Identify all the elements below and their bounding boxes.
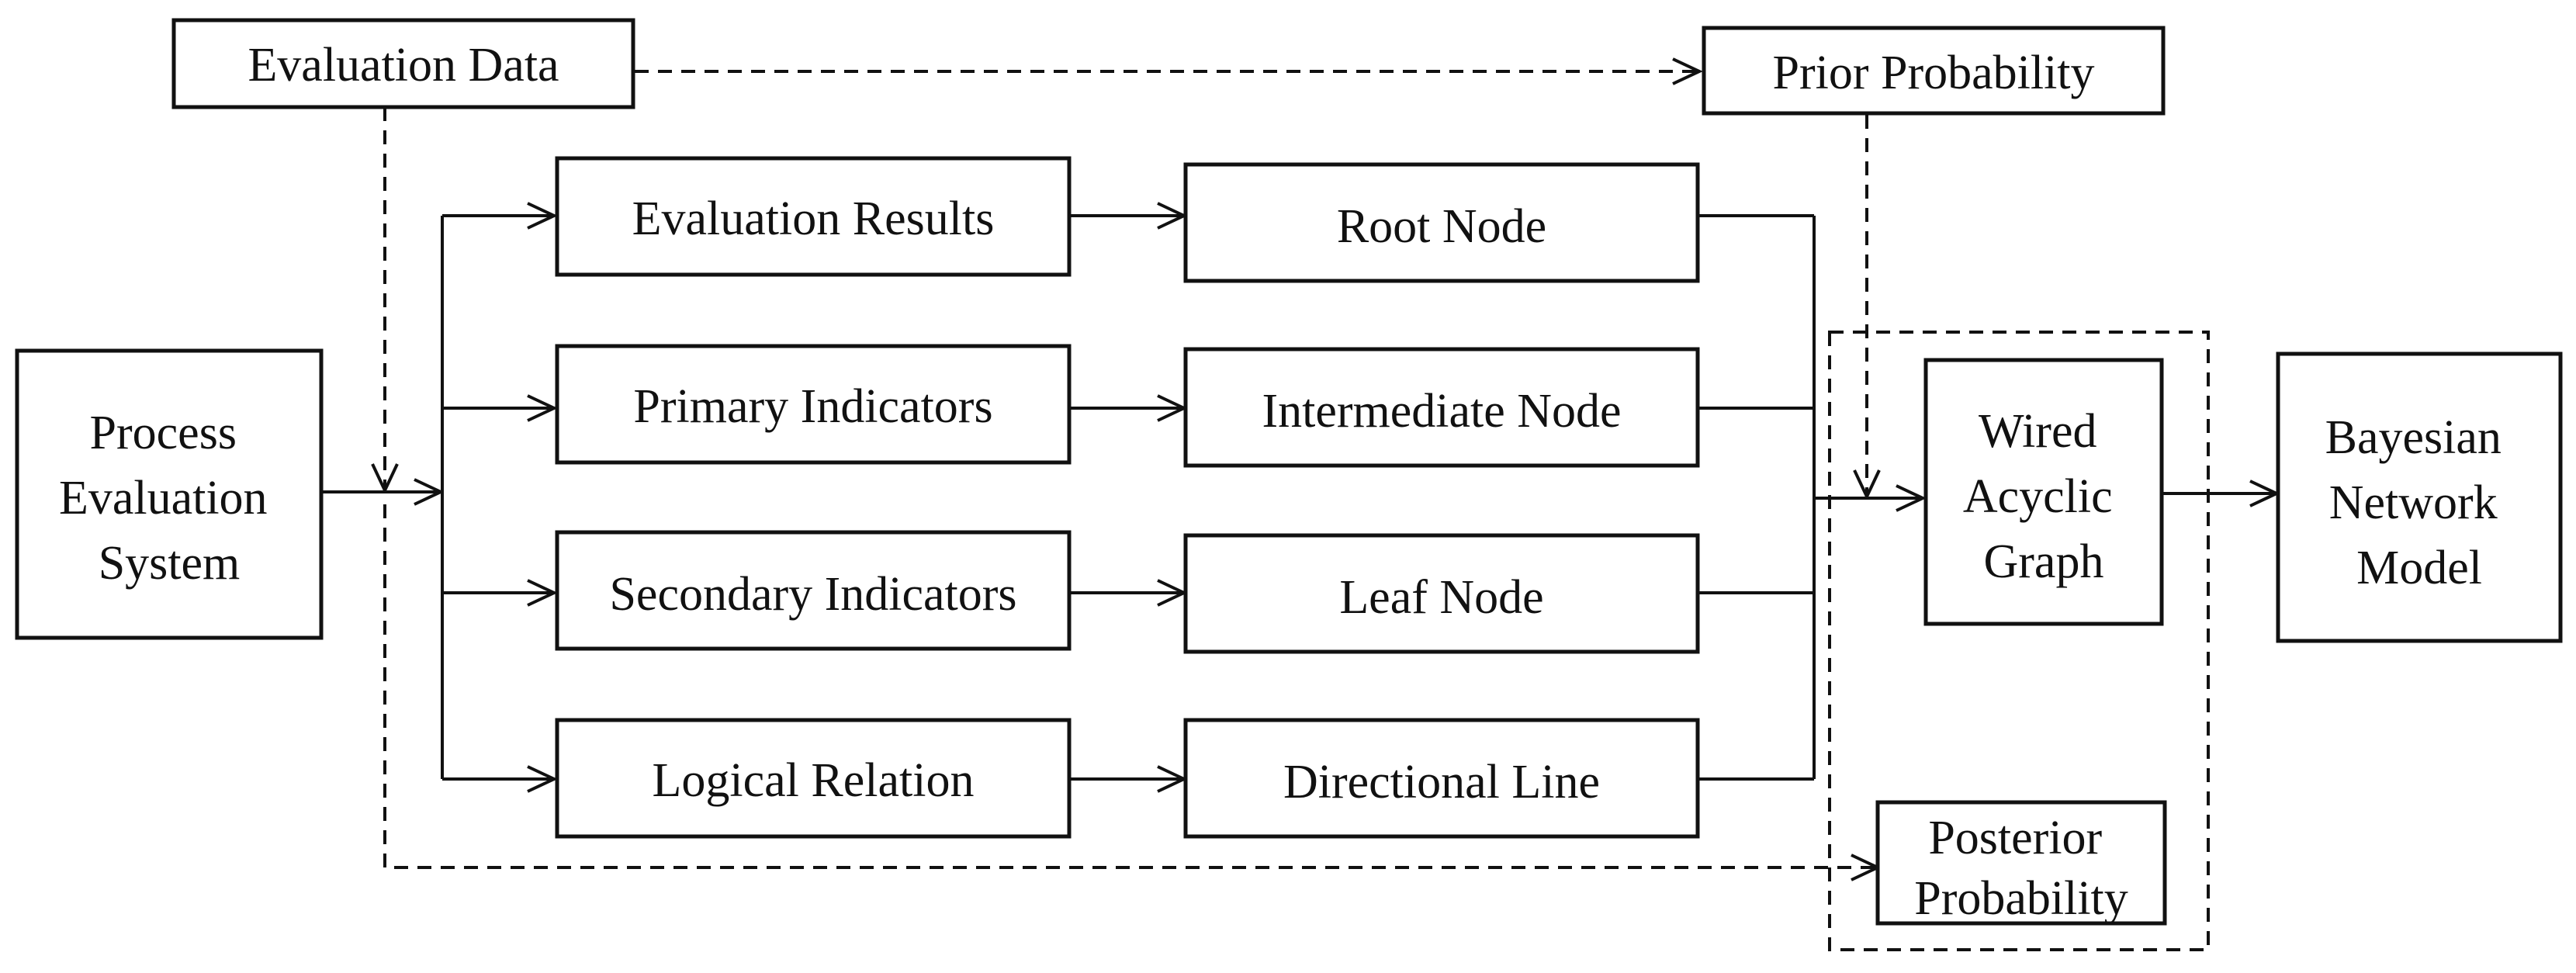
bayesian-network-model-label: Bayesian Network Model xyxy=(2325,411,2514,594)
evaluation-data-box xyxy=(171,18,635,109)
logical-relation-box xyxy=(555,718,1072,839)
evaldata-to-posterior-arrow xyxy=(383,504,1878,867)
posterior-probability-label: Posterior Probability xyxy=(1914,812,2128,925)
root-node-box xyxy=(1183,162,1700,283)
secondary-indicators-label: Secondary Indicators xyxy=(609,568,1016,621)
wired-acyclic-graph-box xyxy=(1923,358,2164,626)
posterior-probability-box xyxy=(1875,800,2167,926)
logical-relation-label: Logical Relation xyxy=(653,754,975,807)
leaf-node-box xyxy=(1183,533,1700,654)
wired-acyclic-graph-label: Wired Acyclic Graph xyxy=(1963,405,2124,588)
directional-line-box xyxy=(1183,718,1700,839)
primary-indicators-label: Primary Indicators xyxy=(633,380,992,433)
intermediate-node-box xyxy=(1183,347,1700,468)
evaluation-results-label: Evaluation Results xyxy=(632,192,995,245)
process-evaluation-system-box xyxy=(15,348,324,640)
directional-line-label: Directional Line xyxy=(1283,756,1600,809)
bayesian-network-model-box xyxy=(2276,351,2563,643)
evaluation-results-box xyxy=(555,156,1072,277)
primary-indicators-box xyxy=(555,344,1072,465)
secondary-indicators-box xyxy=(555,530,1072,651)
graph-group-dashed-box xyxy=(1828,331,2210,951)
leaf-node-label: Leaf Node xyxy=(1339,571,1543,624)
process-evaluation-system-label: Process Evaluation System xyxy=(59,407,279,590)
root-node-label: Root Node xyxy=(1337,200,1546,253)
intermediate-node-label: Intermediate Node xyxy=(1262,385,1621,438)
prior-probability-label: Prior Probability xyxy=(1772,47,2094,99)
evaluation-data-label: Evaluation Data xyxy=(248,39,559,92)
prior-probability-box xyxy=(1702,26,2166,116)
